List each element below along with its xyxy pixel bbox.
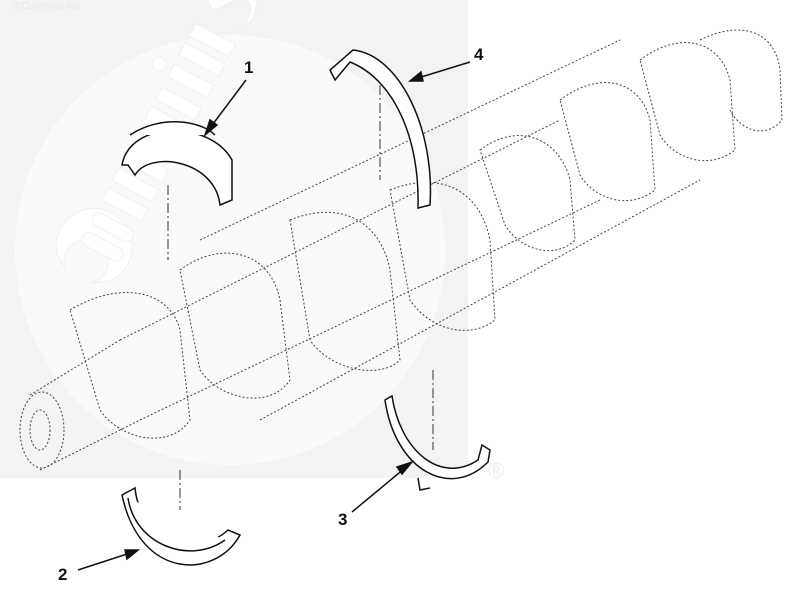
copyright-text: ©Cummins Inc (14, 1, 80, 12)
part-1-upper-bearing[interactable] (121, 121, 233, 207)
callout-3: 3 (338, 510, 348, 529)
watermark-registered: ® (488, 458, 504, 483)
leader-arrows (77, 61, 471, 571)
part-4-thrust-washer-upper[interactable] (329, 49, 432, 209)
alignment-lines (167, 85, 434, 510)
callout-4: 4 (474, 45, 484, 64)
part-3-thrust-washer-lower[interactable] (384, 394, 491, 491)
callout-1: 1 (244, 58, 254, 77)
part-2-lower-bearing[interactable] (121, 486, 242, 566)
callout-2: 2 (58, 565, 68, 584)
